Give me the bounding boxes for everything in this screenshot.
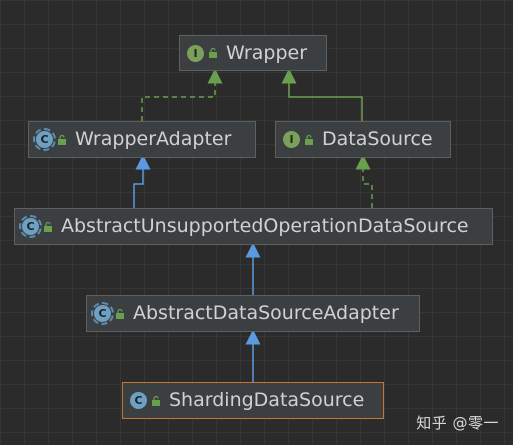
node-abstractdatasourceadapter[interactable]: C AbstractDataSourceAdapter [86,295,420,332]
node-wrapperadapter[interactable]: C WrapperAdapter [28,121,256,158]
edge-abstractunsupported-implements-datasource [355,154,373,208]
edge-datasource-extends-wrapper [281,68,363,121]
class-icon: C [130,392,147,409]
unlocked-public-icon [116,308,124,319]
node-label: ShardingDataSource [169,389,365,411]
node-abstractunsupportedoperationdatasource[interactable]: C AbstractUnsupportedOperationDataSource [14,208,493,245]
node-label: DataSource [322,128,433,150]
node-datasource[interactable]: I DataSource [275,121,451,158]
unlocked-public-icon [44,221,52,232]
edge-wrapperadapter-implements-wrapper [141,68,223,121]
node-shardingdatasource[interactable]: C ShardingDataSource [122,382,384,419]
abstract-class-icon: C [33,128,56,151]
edge-abstractunsupported-extends-wrapperadapter [133,154,151,208]
unlocked-public-icon [209,48,217,58]
node-wrapper[interactable]: I Wrapper [179,35,327,71]
abstract-class-icon: C [19,215,42,238]
node-label: AbstractDataSourceAdapter [133,302,399,324]
node-label: WrapperAdapter [75,128,232,150]
unlocked-public-icon [152,395,160,406]
abstract-class-icon: C [91,302,114,325]
watermark-text: 知乎 @零一 [416,414,499,432]
interface-icon: I [187,44,204,62]
interface-icon: I [283,131,300,148]
node-label: Wrapper [226,41,308,64]
node-label: AbstractUnsupportedOperationDataSource [61,215,469,237]
unlocked-public-icon [305,134,313,145]
unlocked-public-icon [58,134,66,145]
